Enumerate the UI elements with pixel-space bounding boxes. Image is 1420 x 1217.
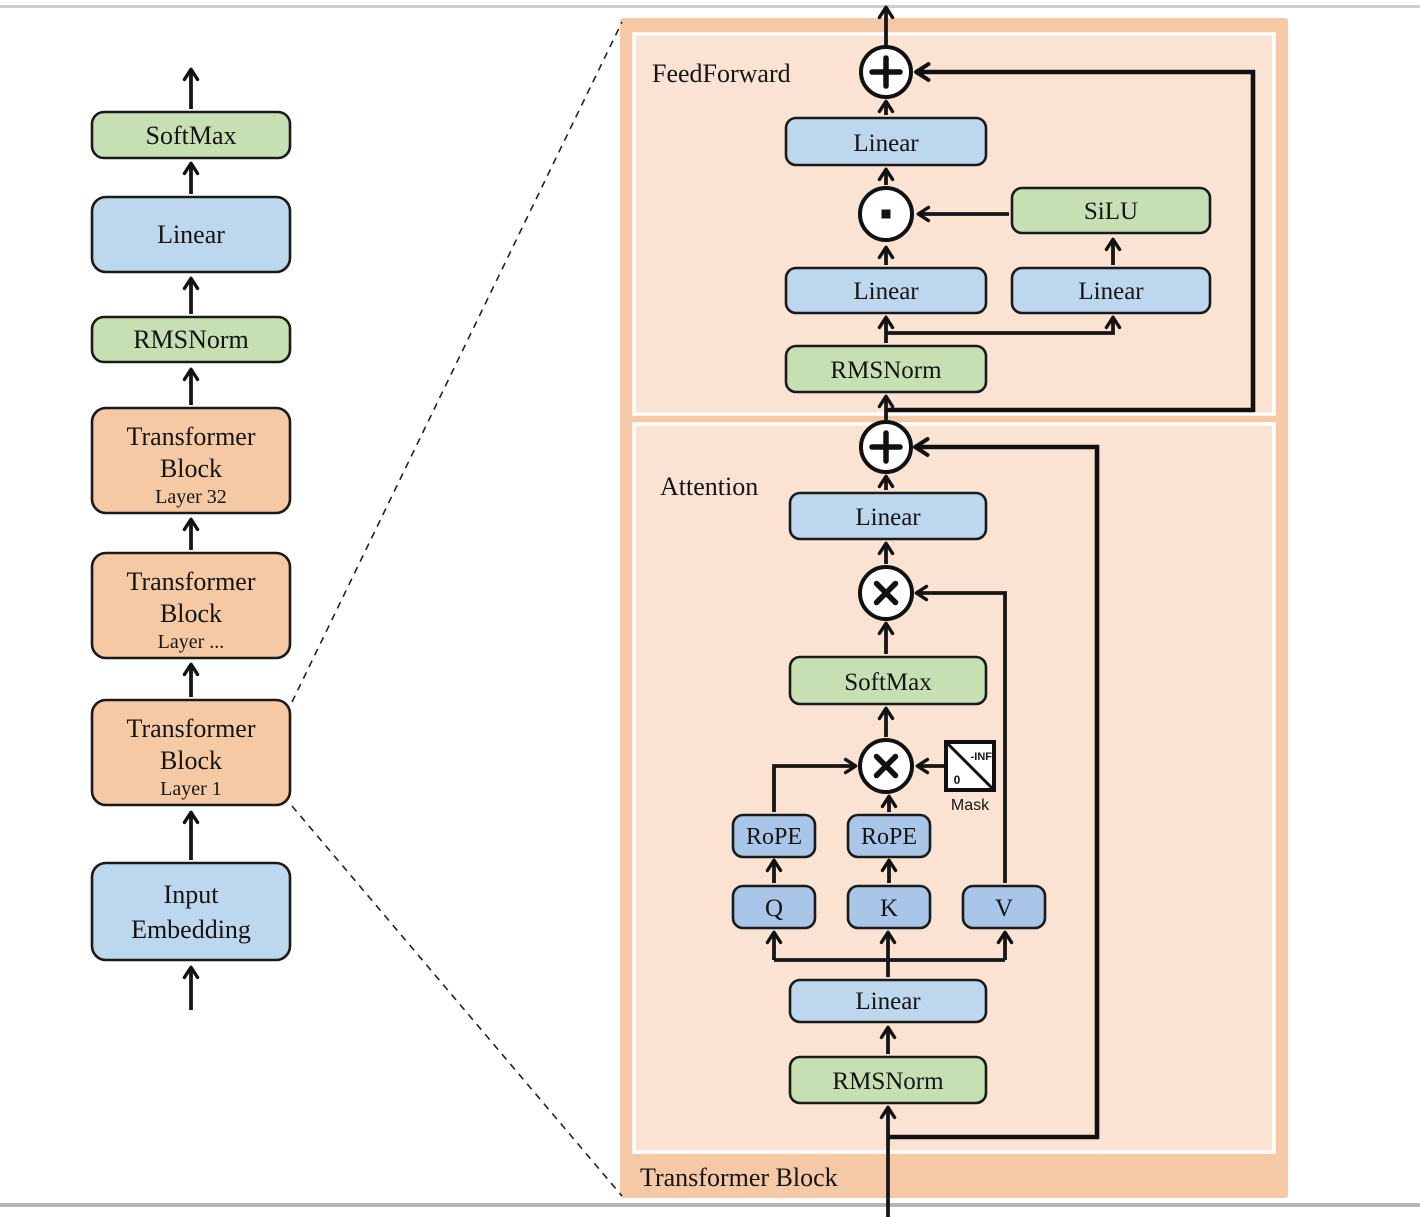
rope-k-block — [846, 813, 932, 859]
qkv-linear-label: Linear — [855, 988, 921, 1015]
attention-softmax-block — [788, 655, 988, 706]
layer1-label-line1: Transformer — [126, 714, 255, 743]
layer-mid-label-line2: Block — [160, 599, 222, 628]
page-bottom-edge — [0, 1203, 1420, 1207]
k-block — [846, 884, 932, 930]
layer32-label-line1: Transformer — [126, 422, 255, 451]
ff-out-linear-label: Linear — [853, 130, 919, 157]
ff-up-linear-label: Linear — [1078, 278, 1144, 305]
model-stack-column: Input Embedding Transformer Block Layer … — [90, 67, 292, 1010]
page-top-edge — [0, 5, 1420, 8]
dot-product-icon — [881, 209, 891, 219]
final-linear-block — [90, 195, 292, 274]
layer32-label-layer: Layer 32 — [155, 486, 227, 508]
final-rmsnorm-label: RMSNorm — [133, 325, 249, 354]
silu-label: SiLU — [1084, 198, 1138, 225]
layer1-label-line2: Block — [160, 746, 222, 775]
rope-q-label: RoPE — [746, 824, 802, 850]
rope-k-label: RoPE — [861, 824, 917, 850]
attention-rmsnorm-block — [788, 1055, 988, 1105]
silu-block — [1010, 186, 1212, 235]
v-label: V — [995, 895, 1013, 922]
ff-out-linear-block — [784, 116, 988, 167]
attention-out-linear-block — [788, 491, 988, 541]
attention-softmax-label: SoftMax — [844, 669, 932, 696]
attention-residual-path — [888, 437, 1100, 1140]
final-softmax-label: SoftMax — [146, 121, 237, 150]
attention-rmsnorm-label: RMSNorm — [832, 1068, 944, 1095]
mask-neg-inf-label: -INF — [971, 751, 993, 763]
plus-icon — [869, 430, 903, 464]
final-softmax-block — [90, 110, 292, 160]
qkv-linear-block — [788, 978, 988, 1024]
mask-label: Mask — [951, 797, 990, 814]
causal-mask-icon: -INF 0 Mask — [944, 740, 996, 814]
v-block — [961, 884, 1047, 930]
transformer-block-layer1 — [90, 698, 292, 807]
transformer-block-panel-title: Transformer Block — [640, 1163, 838, 1192]
layer-mid-label-layer: Layer ... — [158, 631, 225, 653]
attention-section: RMSNorm Linear Q K V RoPE RoPE — [731, 420, 1100, 1217]
final-rmsnorm-block — [90, 315, 292, 364]
feedforward-section-label: FeedForward — [652, 59, 791, 88]
rope-q-block — [731, 813, 817, 859]
final-linear-label: Linear — [157, 220, 225, 249]
layer1-label-layer: Layer 1 — [160, 778, 222, 800]
attention-section-label: Attention — [660, 472, 758, 501]
ff-rmsnorm-label: RMSNorm — [830, 357, 942, 384]
transformer-block-layer-mid — [90, 551, 292, 660]
transformer-block-layer32 — [90, 406, 292, 515]
feedforward-residual-path — [886, 62, 1256, 413]
rope-q-to-matmul — [772, 757, 858, 812]
q-label: Q — [765, 895, 783, 922]
k-label: K — [880, 895, 898, 922]
mask-zero-label: 0 — [954, 773, 961, 787]
layer32-label-line2: Block — [160, 454, 222, 483]
multiply-icon — [873, 580, 899, 606]
attention-out-linear-label: Linear — [855, 504, 921, 531]
feedforward-section: RMSNorm Linear Linear SiLU Linear — [784, 5, 1256, 420]
plus-icon — [869, 55, 903, 89]
layer-mid-label-line1: Transformer — [126, 567, 255, 596]
v-path-to-matmul — [914, 584, 1007, 883]
input-embedding-label-line2: Embedding — [131, 915, 251, 944]
ff-up-linear-block — [1010, 266, 1212, 315]
ff-gate-linear-block — [784, 266, 988, 315]
branch-to-up-linear — [886, 315, 1122, 335]
multiply-icon — [873, 753, 899, 779]
q-block — [731, 884, 817, 930]
ff-gate-linear-label: Linear — [853, 278, 919, 305]
expansion-dashed-line-bottom — [291, 805, 623, 1197]
ff-rmsnorm-block — [784, 344, 988, 394]
input-embedding-label-line1: Input — [164, 880, 220, 909]
mask-diagonal — [944, 740, 996, 792]
input-embedding-block — [90, 861, 292, 962]
expansion-dashed-line-top — [291, 21, 623, 703]
